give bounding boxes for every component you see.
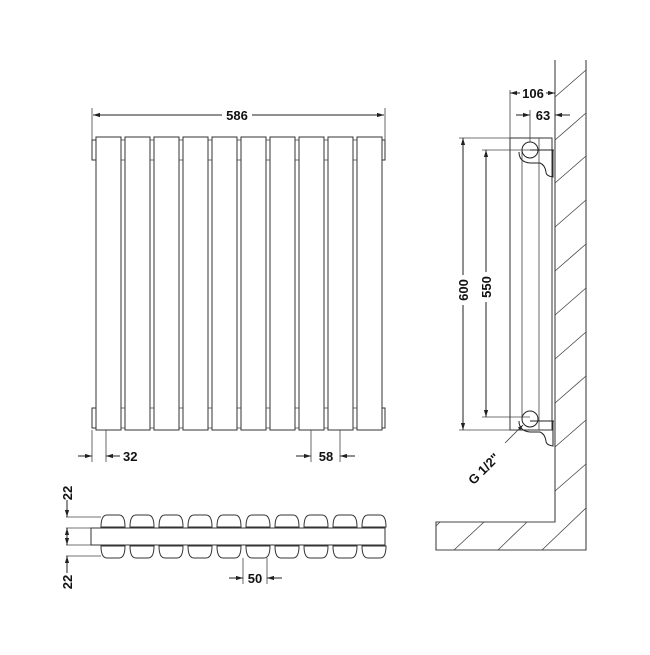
panel [95, 136, 122, 431]
overall-depth-label: 106 [522, 86, 544, 101]
pipe-centres-label: 550 [479, 276, 494, 298]
panel [356, 136, 383, 431]
radiator-side-profile [509, 137, 554, 447]
panel [182, 136, 209, 431]
front-view: 586 32 58 [78, 108, 386, 464]
width-label: 586 [226, 108, 248, 123]
left-top-cap [91, 139, 97, 161]
panel-pitch-dimension: 58 [296, 430, 355, 464]
top-view: 22 22 50 [60, 486, 387, 589]
panel [327, 136, 354, 431]
tube-row-top [100, 514, 387, 528]
width-dimension: 586 [91, 108, 386, 140]
wall-to-pipe-label: 63 [536, 108, 550, 123]
side-view: 106 63 600 550 G 1/2" [435, 60, 587, 551]
tube-row-bottom [100, 545, 387, 559]
height-dimension: 600 [456, 137, 510, 431]
panel [240, 136, 267, 431]
tube-spacing-dimension: 50 [229, 558, 282, 586]
pipe-centres-dimension: 550 [479, 149, 530, 418]
panel [211, 136, 238, 431]
top-depth-label: 22 [60, 486, 75, 500]
panel-pitch-label: 58 [319, 449, 333, 464]
bottom-connection [521, 410, 539, 428]
overall-depth-dimension: 106 [509, 86, 555, 138]
header-bar [90, 527, 386, 546]
panel [124, 136, 151, 431]
left-bottom-cap [91, 407, 97, 429]
height-label: 600 [456, 279, 471, 301]
panel [298, 136, 325, 431]
end-offset-label: 32 [123, 449, 137, 464]
connection-callout: G 1/2" [465, 424, 524, 488]
bottom-depth-label: 22 [60, 575, 75, 589]
radiator-panels [95, 136, 383, 431]
panel [153, 136, 180, 431]
wall-section [435, 60, 587, 551]
tube-spacing-label: 50 [248, 571, 262, 586]
depth-dimension: 22 22 [60, 486, 75, 589]
connection-label: G 1/2" [465, 450, 502, 487]
wall-to-pipe-dimension: 63 [516, 108, 570, 142]
end-offset-dimension: 32 [78, 430, 137, 464]
panel [269, 136, 296, 431]
